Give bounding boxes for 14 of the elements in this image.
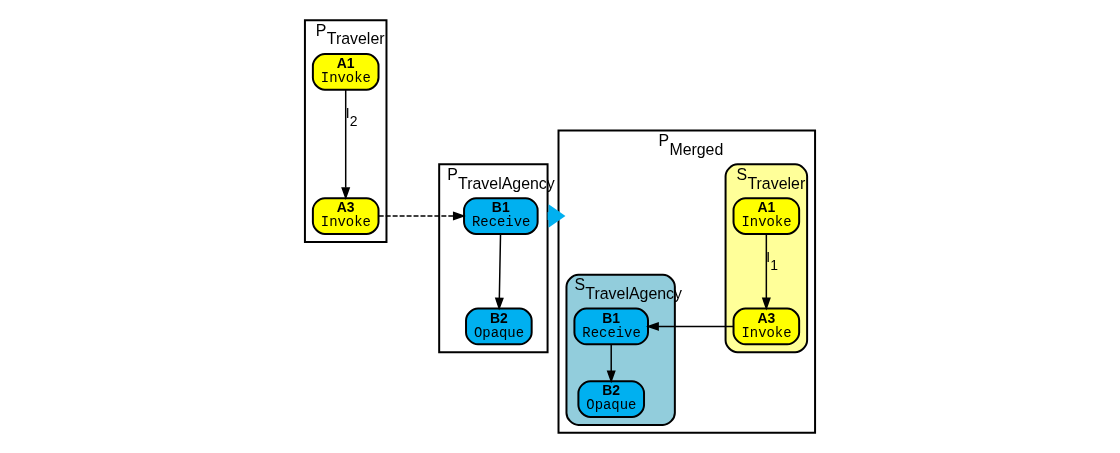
node-box: A1 Invoke [732, 197, 801, 235]
node-box: A1 Invoke [311, 52, 380, 91]
node-box: B2 Opaque [577, 380, 646, 418]
arrow [761, 233, 771, 311]
arrow [494, 233, 504, 311]
node-box: B2 Opaque [465, 307, 533, 346]
arrow [645, 321, 734, 331]
node-box: B1 Receive [573, 307, 649, 346]
arrow [341, 89, 351, 201]
arrow [378, 211, 466, 221]
node-box: B1 Receive [463, 197, 539, 235]
node-box: A3 Invoke [311, 197, 380, 235]
node-box: A3 Invoke [732, 307, 801, 346]
arrow [606, 343, 616, 384]
